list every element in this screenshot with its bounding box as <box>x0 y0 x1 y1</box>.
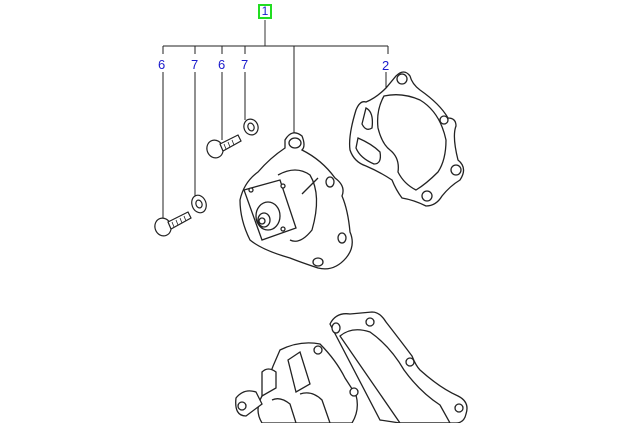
washer-lower <box>191 194 207 214</box>
callout-6-bolt-short[interactable]: 6 <box>218 57 226 72</box>
washer-upper <box>243 118 259 136</box>
callout-2-gasket[interactable]: 2 <box>382 58 390 73</box>
bolt-short <box>206 134 242 159</box>
callout-7-washer-lower[interactable]: 7 <box>191 57 199 72</box>
callout-6-bolt-long[interactable]: 6 <box>158 57 166 72</box>
callout-1[interactable]: 1 <box>258 4 272 19</box>
leader-lines <box>162 20 389 219</box>
water-pump-assembly-view <box>235 311 468 424</box>
gasket <box>348 71 465 207</box>
water-pump <box>239 132 353 270</box>
callout-7-washer-upper[interactable]: 7 <box>241 57 249 72</box>
bolt-long <box>154 211 192 237</box>
